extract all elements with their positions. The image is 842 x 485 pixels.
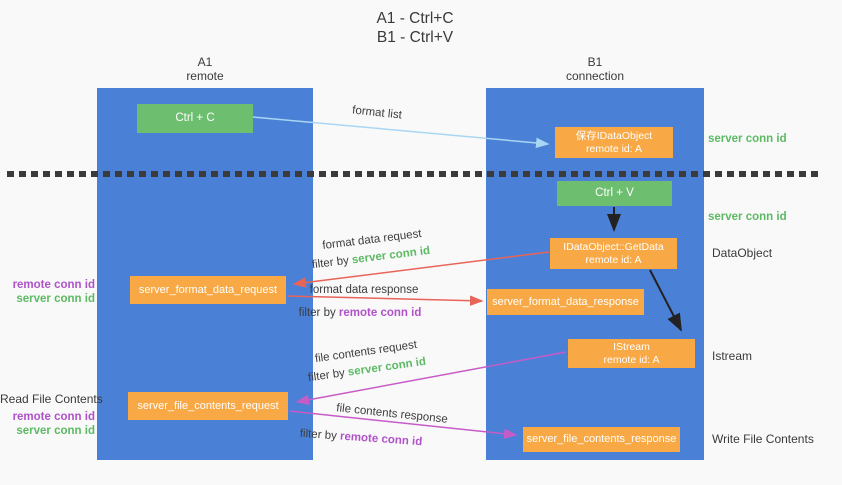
- edge-label-format-data-response: format data response: [309, 284, 419, 296]
- filter-by-text: filter by: [298, 307, 339, 319]
- node-idataobject-getdata: IDataObject::GetData remote id: A: [550, 238, 677, 269]
- edge-label-file-contents-response-filter: filter by remote conn id: [299, 428, 422, 449]
- node-istream: IStream remote id: A: [568, 339, 695, 368]
- edge-label-format-list: format list: [351, 104, 403, 122]
- node-save-idataobject-line2: remote id: A: [585, 142, 643, 155]
- node-ctrl-v-label: Ctrl + V: [595, 187, 634, 199]
- node-server-file-contents-request: server_file_contents_request: [128, 392, 288, 420]
- remote-conn-id-text: remote conn id: [339, 430, 423, 449]
- node-save-idataobject-line1: 保存IDataObject: [575, 129, 653, 142]
- lifeline-a1-name: A1: [197, 55, 213, 69]
- server-conn-id-text: server conn id: [347, 355, 427, 379]
- arrow-format-data-response: [286, 295, 484, 306]
- annotation-server-conn-id-top-left: server conn id: [16, 293, 95, 305]
- annotation-server-conn-id-top-right: server conn id: [708, 133, 787, 145]
- node-save-idataobject: 保存IDataObject remote id: A: [555, 127, 673, 158]
- remote-conn-id-text: remote conn id: [338, 307, 422, 319]
- node-server-file-contents-response: server_file_contents_response: [523, 427, 680, 452]
- node-server-format-data-response: server_format_data_response: [487, 289, 644, 315]
- filter-by-text: filter by: [311, 254, 353, 272]
- node-getdata-line1: IDataObject::GetData: [563, 240, 664, 253]
- annotation-dataobject: DataObject: [712, 246, 773, 260]
- node-istream-line2: remote id: A: [603, 353, 660, 366]
- node-ctrl-c: Ctrl + C: [137, 104, 253, 133]
- node-format-request-label: server_format_data_request: [138, 283, 278, 296]
- node-istream-line1: IStream: [613, 340, 650, 353]
- filter-by-text: filter by: [307, 366, 349, 385]
- node-getdata-line2: remote id: A: [585, 253, 642, 266]
- annotation-istream: Istream: [712, 349, 753, 363]
- annotation-write-file-contents: Write File Contents: [712, 432, 814, 446]
- node-ctrl-c-label: Ctrl + C: [175, 112, 215, 124]
- annotation-read-file-contents: Read File Contents: [0, 392, 103, 406]
- lifeline-b1-role: connection: [565, 69, 625, 83]
- lifeline-header-b1: B1 connection: [515, 55, 675, 83]
- annotation-server-conn-id-bottom-left: server conn id: [16, 425, 95, 437]
- title-line-a1: A1 - Ctrl+C: [376, 10, 454, 27]
- edge-label-format-data-response-filter: filter by remote conn id: [299, 307, 422, 319]
- node-file-response-label: server_file_contents_response: [526, 433, 677, 445]
- node-server-format-data-request: server_format_data_request: [130, 276, 286, 304]
- annotation-remote-conn-id-top-left: remote conn id: [12, 279, 95, 291]
- server-conn-id-text: server conn id: [351, 244, 431, 267]
- lifeline-b1-name: B1: [587, 55, 603, 69]
- node-format-response-label: server_format_data_response: [492, 295, 639, 308]
- node-file-request-label: server_file_contents_request: [137, 399, 279, 412]
- annotation-server-conn-id-mid-right: server conn id: [708, 211, 787, 223]
- lifeline-a1-role: remote: [186, 69, 224, 83]
- node-ctrl-v: Ctrl + V: [557, 181, 672, 206]
- machine-boundary-dashed-line: [7, 171, 823, 177]
- annotation-remote-conn-id-bottom-left: remote conn id: [12, 411, 95, 423]
- lifeline-header-a1: A1 remote: [125, 55, 285, 83]
- edge-label-file-contents-response: file contents response: [335, 402, 449, 426]
- title-line-b1: B1 - Ctrl+V: [376, 29, 454, 46]
- diagram-title: A1 - Ctrl+C B1 - Ctrl+V: [330, 9, 500, 47]
